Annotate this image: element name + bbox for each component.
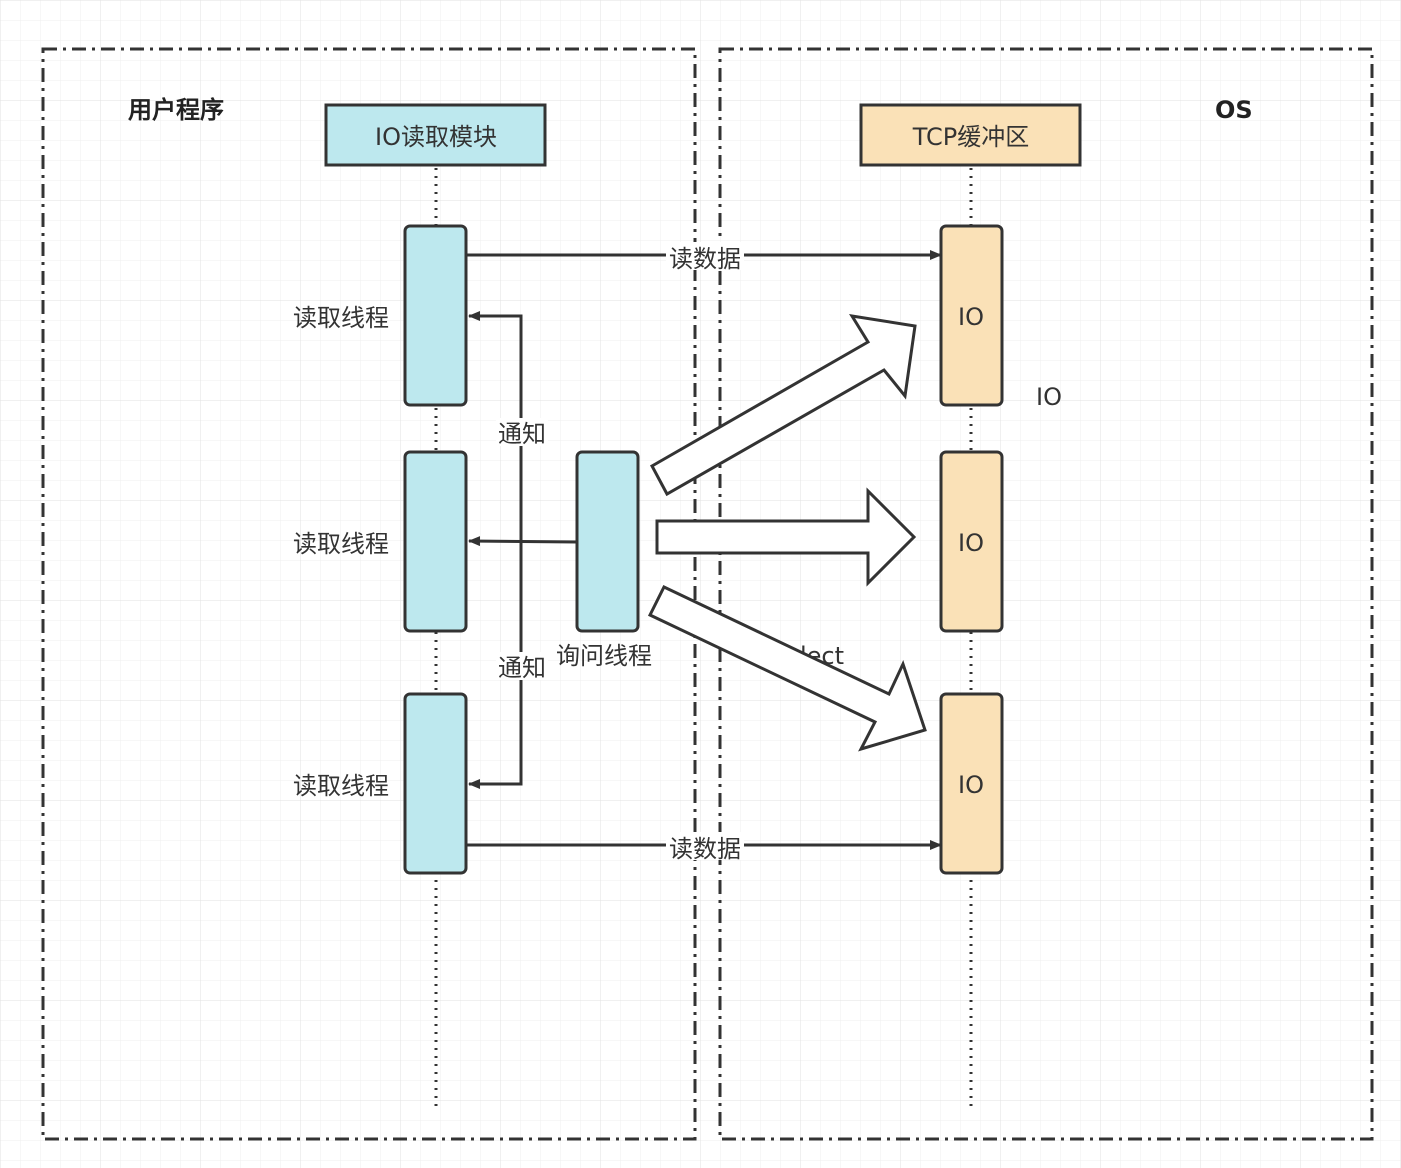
io-box-2-label: IO	[958, 529, 984, 557]
io-box-1	[939, 224, 1004, 407]
io-box-3	[939, 692, 1004, 875]
io-box-2	[939, 450, 1004, 633]
tcp-buffer-header-label: TCP缓冲区	[912, 123, 1029, 151]
io-module-header-label: IO读取模块	[375, 123, 497, 151]
read-data-label-bottom: 读数据	[669, 835, 741, 863]
io-module-header	[324, 103, 547, 167]
read-thread-label-1: 读取线程	[293, 304, 389, 332]
notify-label-bottom-bg	[496, 652, 548, 680]
io-box-1-label: IO	[958, 303, 984, 331]
read-thread-box-1	[403, 224, 468, 407]
io-box-3-label: IO	[958, 771, 984, 799]
read-thread-label-2: 读取线程	[293, 530, 389, 558]
io-side-label: IO	[1036, 383, 1062, 411]
notify-arrow-to-thread-1	[468, 311, 523, 542]
user-program-title: 用户程序	[128, 96, 224, 124]
notify-arrow-to-thread-2	[468, 536, 578, 547]
os-region	[718, 47, 1374, 1141]
query-thread-box	[575, 450, 640, 633]
query-thread-label: 询问线程	[556, 642, 652, 670]
read-thread-label-3: 读取线程	[293, 772, 389, 800]
read-data-label-bottom-bg	[666, 832, 744, 860]
notify-label-top: 通知	[498, 420, 546, 448]
notify-label-bottom: 通知	[498, 654, 546, 682]
os-title: OS	[1215, 96, 1253, 124]
user-program-region	[41, 47, 697, 1141]
read-thread-box-3	[403, 692, 468, 875]
read-thread-box-2	[403, 450, 468, 633]
tcp-buffer-header	[859, 103, 1082, 167]
hollow-arrow-to-io-1	[649, 314, 917, 497]
notify-label-top-bg	[496, 418, 548, 446]
read-data-label-top: 读数据	[669, 245, 741, 273]
hollow-arrow-to-io-3	[647, 585, 927, 752]
notify-arrow-to-thread-3	[468, 542, 523, 789]
read-data-label-top-bg	[666, 242, 744, 270]
hollow-arrow-to-io-2	[655, 487, 917, 587]
